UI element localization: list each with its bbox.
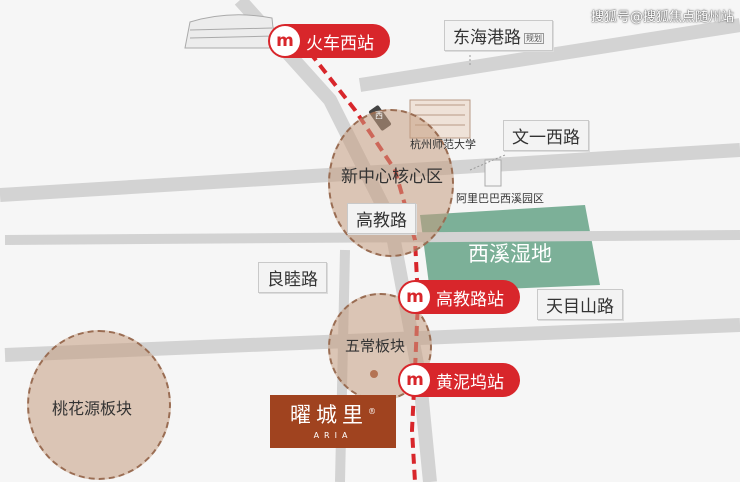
road-label-gaojiao[interactable]: 高教路 <box>347 203 416 234</box>
road-name: 高教路 <box>356 211 407 231</box>
road-name: 天目山路 <box>546 297 614 317</box>
project-brand-badge[interactable]: 曜城里® ARIA <box>270 395 396 448</box>
university-label: 杭州师范大学 <box>410 138 476 151</box>
metro-logo-icon: m <box>400 365 430 395</box>
project-name-cn: 曜城里® <box>290 403 376 427</box>
watermark: 搜狐号@搜狐焦点随州站 <box>590 10 734 25</box>
zone-circle-taohuayuan[interactable] <box>27 330 171 480</box>
station-huochexi[interactable]: m 火车西站 <box>268 24 390 58</box>
road-label-wenyi-west[interactable]: 文一西路 <box>503 120 589 151</box>
station-name: 高教路站 <box>436 289 504 310</box>
station-name: 火车西站 <box>306 33 374 54</box>
planned-tag: 规划 <box>524 32 544 44</box>
train-badge-label: 西 <box>375 111 383 120</box>
zone-label-core: 新中心核心区 <box>341 167 443 187</box>
road-name: 良睦路 <box>267 270 318 290</box>
road-label-liangmu[interactable]: 良睦路 <box>258 262 327 293</box>
wetland-label: 西溪湿地 <box>468 242 552 266</box>
station-huangniwu[interactable]: m 黄泥坞站 <box>398 363 520 397</box>
station-gaojiaolu[interactable]: m 高教路站 <box>398 280 520 314</box>
zone-label-wuchang: 五常板块 <box>345 337 406 355</box>
road-donghaigang <box>358 18 740 92</box>
metro-logo-icon: m <box>270 26 300 56</box>
road-label-donghaigang[interactable]: 东海港路规划 <box>444 20 553 51</box>
road-name: 文一西路 <box>512 128 580 148</box>
metro-logo-icon: m <box>400 282 430 312</box>
road-name: 东海港路 <box>453 28 521 48</box>
wetland-area <box>420 205 600 292</box>
road-label-tianmushan[interactable]: 天目山路 <box>537 289 623 320</box>
alibaba-label: 阿里巴巴西溪园区 <box>456 192 544 205</box>
station-name: 黄泥坞站 <box>436 372 504 393</box>
railway-station-building <box>184 14 276 49</box>
zone-label-taohuayuan: 桃花源板块 <box>52 399 133 418</box>
project-name-en: ARIA <box>313 431 353 440</box>
alibaba-building <box>484 159 502 187</box>
